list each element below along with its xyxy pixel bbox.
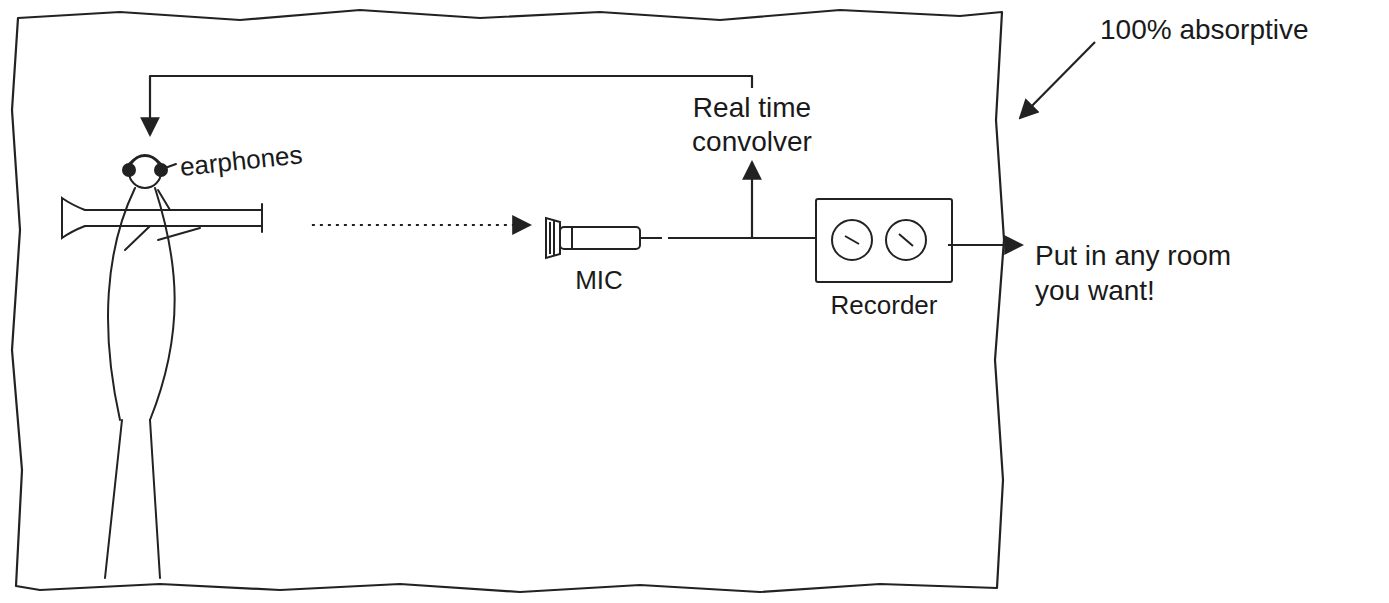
node-text: earphones bbox=[178, 138, 304, 183]
process-label: Real time convolver bbox=[648, 88, 856, 162]
output-arrow bbox=[948, 244, 1022, 246]
trombone-player bbox=[62, 155, 262, 578]
sound-path-arrow bbox=[312, 224, 530, 226]
absorptive-room-wall bbox=[12, 10, 1004, 592]
player-figure: earphones bbox=[60, 135, 312, 585]
signal-wire bbox=[668, 162, 752, 238]
recorder-box: Recorder bbox=[815, 198, 953, 321]
node-text: Real time convolver bbox=[648, 88, 856, 162]
leader-arrow bbox=[1020, 42, 1095, 118]
node-text: Recorder bbox=[815, 289, 953, 321]
note-label: Put in any room you want! bbox=[1035, 238, 1260, 308]
microphone-symbol bbox=[546, 218, 662, 258]
signal-wire bbox=[150, 76, 752, 135]
note-label: 100% absorptive bbox=[1100, 12, 1370, 47]
tape-reels bbox=[832, 220, 926, 260]
node-text: MIC bbox=[530, 264, 668, 296]
microphone: MIC bbox=[530, 200, 668, 300]
recorder-outline bbox=[815, 198, 953, 283]
